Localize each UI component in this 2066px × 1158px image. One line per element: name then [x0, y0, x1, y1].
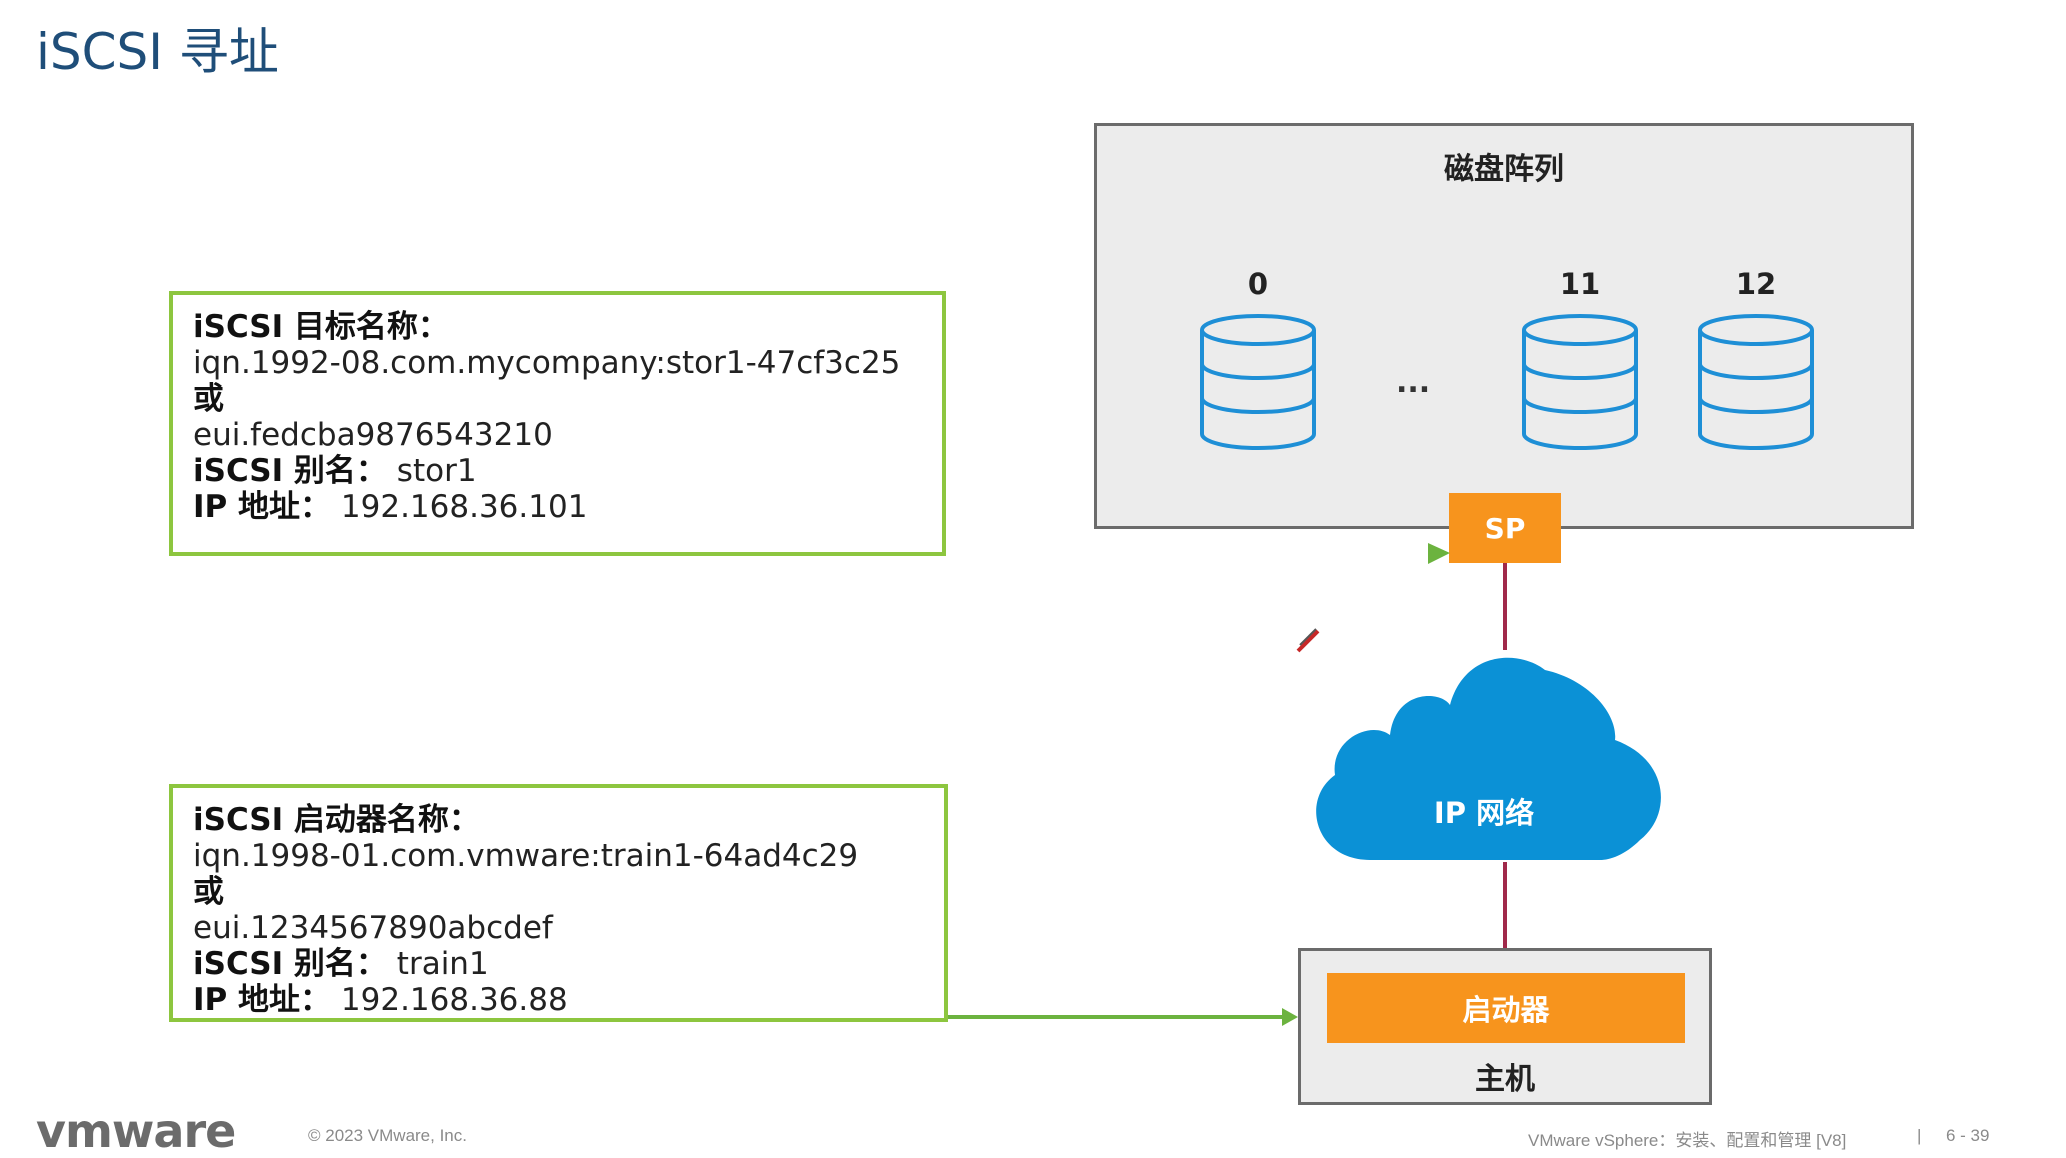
- target-alias-label: iSCSI 别名：: [193, 453, 387, 489]
- storage-processor-box: SP: [1449, 493, 1561, 563]
- target-iqn: iqn.1992-08.com.mycompany:stor1-47cf3c25: [193, 345, 901, 381]
- target-name-label: iSCSI 目标名称：: [193, 309, 449, 345]
- disk-array-title: 磁盘阵列: [1444, 152, 1564, 187]
- host-label: 主机: [1475, 1062, 1535, 1097]
- initiator-alias-row: iSCSI 别名： train1: [193, 946, 924, 982]
- target-alias-value: stor1: [396, 453, 477, 489]
- host-box: 启动器 主机: [1298, 948, 1712, 1105]
- disk-icon: [1200, 314, 1316, 450]
- target-or-label: 或: [193, 381, 224, 417]
- disk-label-0: 0: [1247, 267, 1269, 301]
- target-ip-row: IP 地址： 192.168.36.101: [193, 489, 922, 525]
- footer-page-number: 6 - 39: [1946, 1126, 1990, 1145]
- initiator-eui: eui.1234567890abcdef: [193, 910, 553, 946]
- target-info-box: iSCSI 目标名称： iqn.1992-08.com.mycompany:st…: [169, 291, 946, 556]
- disk-label-11: 11: [1559, 267, 1601, 301]
- disk-array-box: 磁盘阵列: [1094, 123, 1914, 529]
- arrow-to-sp-icon: [1428, 543, 1450, 564]
- initiator-alias-label: iSCSI 别名：: [193, 946, 387, 982]
- initiator-info-box: iSCSI 启动器名称： iqn.1998-01.com.vmware:trai…: [169, 784, 948, 1022]
- initiator-iqn: iqn.1998-01.com.vmware:train1-64ad4c29: [193, 838, 859, 874]
- initiator-ip-value: 192.168.36.88: [340, 982, 568, 1018]
- initiator-ip-label: IP 地址：: [193, 982, 332, 1018]
- footer-copyright: © 2023 VMware, Inc.: [308, 1126, 467, 1145]
- target-alias-row: iSCSI 别名： stor1: [193, 453, 922, 489]
- cloud-icon: [1316, 657, 1661, 860]
- slide-title: iSCSI 寻址: [36, 23, 279, 81]
- initiator-or-label: 或: [193, 874, 224, 910]
- disk-icon: [1698, 314, 1814, 450]
- ip-network-label: IP 网络: [1433, 796, 1535, 830]
- footer-course-title: VMware vSphere：安装、配置和管理 [V8]: [1528, 1131, 1847, 1150]
- initiator-bar: 启动器: [1327, 973, 1685, 1043]
- initiator-name-label: iSCSI 启动器名称：: [193, 802, 480, 838]
- disk-icon: [1522, 314, 1638, 450]
- vmware-logo: vmware: [36, 1104, 236, 1158]
- target-ip-value: 192.168.36.101: [340, 489, 588, 525]
- initiator-ip-row: IP 地址： 192.168.36.88: [193, 982, 924, 1018]
- initiator-alias-value: train1: [396, 946, 489, 982]
- target-eui: eui.fedcba9876543210: [193, 417, 553, 453]
- disk-label-12: 12: [1735, 267, 1777, 301]
- arrow-to-host-icon: [1282, 1008, 1298, 1026]
- pen-cursor-icon: [1296, 628, 1320, 653]
- footer-separator: |: [1917, 1126, 1922, 1145]
- disk-ellipsis: ...: [1396, 365, 1431, 400]
- target-ip-label: IP 地址：: [193, 489, 332, 525]
